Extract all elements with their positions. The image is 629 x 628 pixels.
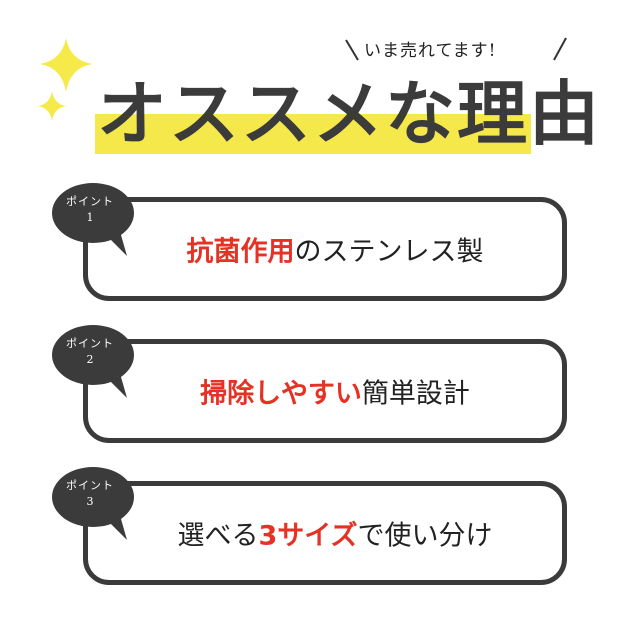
badge-label-3: ポイント bbox=[66, 479, 114, 492]
point-badge-2: ポイント 2 bbox=[47, 320, 139, 406]
point-text-2: 掃除しやすい簡単設計 bbox=[88, 372, 562, 411]
speech-bubble-icon bbox=[52, 183, 134, 256]
speech-bubble-icon bbox=[52, 467, 134, 540]
badge-number-2: 2 bbox=[86, 353, 94, 366]
speech-bubble-icon bbox=[52, 325, 134, 398]
point-highlight-3: 3サイズ bbox=[258, 520, 358, 552]
point-rest-2: 簡単設計 bbox=[361, 378, 470, 410]
page-title: オススメな理由 bbox=[97, 73, 601, 155]
point-highlight-1: 抗菌作用 bbox=[186, 236, 295, 268]
sparkle-icon bbox=[38, 91, 66, 121]
point-card-3: 選べる3サイズで使い分け bbox=[83, 481, 567, 585]
point-highlight-2: 掃除しやすい bbox=[200, 378, 362, 410]
point-text-1: 抗菌作用のステンレス製 bbox=[88, 230, 562, 269]
point-before-3: 選べる bbox=[177, 520, 259, 552]
badge-number-1: 1 bbox=[86, 211, 94, 224]
badge-label-2: ポイント bbox=[66, 337, 114, 350]
point-rest-3: で使い分け bbox=[357, 520, 493, 552]
sparkle-icon bbox=[40, 38, 92, 92]
point-card-1: 抗菌作用のステンレス製 bbox=[83, 197, 567, 301]
badge-number-3: 3 bbox=[86, 495, 94, 508]
badge-label-1: ポイント bbox=[66, 195, 114, 208]
point-badge-3: ポイント 3 bbox=[47, 462, 139, 548]
point-text-3: 選べる3サイズで使い分け bbox=[88, 514, 562, 553]
tagline: いま売れてます! bbox=[342, 30, 570, 70]
point-card-2: 掃除しやすい簡単設計 bbox=[83, 339, 567, 443]
point-badge-1: ポイント 1 bbox=[47, 178, 139, 264]
tagline-text: いま売れてます! bbox=[364, 41, 497, 61]
title-highlight-bar bbox=[95, 114, 531, 154]
point-rest-1: のステンレス製 bbox=[294, 236, 484, 268]
tagline-slashes bbox=[345, 37, 567, 61]
